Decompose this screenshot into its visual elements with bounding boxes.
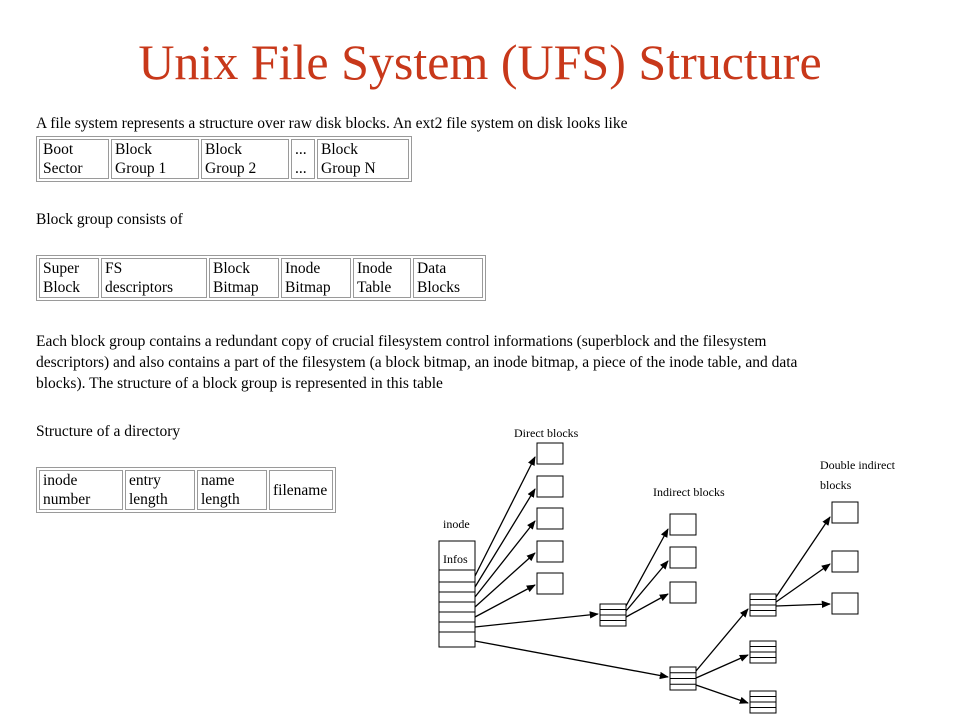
cell-inode-table: Inode Table <box>353 258 411 298</box>
ext2-disk-layout-table: Boot Sector Block Group 1 Block Group 2 … <box>36 136 412 182</box>
cell-entry-length: entry length <box>125 470 195 510</box>
pointer-block-double-1 <box>669 666 697 691</box>
direct-blocks <box>536 442 564 595</box>
cell-name-length: name length <box>197 470 267 510</box>
label-direct-blocks: Direct blocks <box>514 426 579 440</box>
label-inode: inode <box>443 517 470 531</box>
block-group-description-text: Each block group contains a redundant co… <box>36 333 798 392</box>
block-group-layout-table: Super Block FS descriptors Block Bitmap … <box>36 255 486 301</box>
cell-fs-descriptors: FS descriptors <box>101 258 207 298</box>
pointer-arrows <box>474 456 831 704</box>
directory-structure-table: inode number entry length name length fi… <box>36 467 336 513</box>
indirect-data-blocks <box>669 513 697 604</box>
cell-block-bitmap: Block Bitmap <box>209 258 279 298</box>
pointer-block-double-2b <box>749 640 777 664</box>
slide-title: Unix File System (UFS) Structure <box>138 34 822 90</box>
block-group-intro-text: Block group consists of <box>36 211 183 228</box>
pointer-block-double-2c <box>749 690 777 714</box>
cell-filename: filename <box>269 470 333 510</box>
cell-ellipsis: ... ... <box>291 139 315 179</box>
cell-block-group-n: Block Group N <box>317 139 409 179</box>
cell-inode-number: inode number <box>39 470 123 510</box>
label-infos: Infos <box>443 552 468 566</box>
inode-box <box>438 540 476 648</box>
double-indirect-data-blocks <box>831 501 859 615</box>
cell-inode-bitmap: Inode Bitmap <box>281 258 351 298</box>
cell-boot-sector: Boot Sector <box>39 139 109 179</box>
cell-data-blocks: Data Blocks <box>413 258 483 298</box>
cell-block-group-2: Block Group 2 <box>201 139 289 179</box>
label-indirect-blocks: Indirect blocks <box>653 485 725 499</box>
label-double-indirect-1: Double indirect <box>820 458 896 472</box>
pointer-block-indirect <box>599 603 627 627</box>
label-double-indirect-2: blocks <box>820 478 852 492</box>
directory-intro-text: Structure of a directory <box>36 423 181 440</box>
cell-block-group-1: Block Group 1 <box>111 139 199 179</box>
filesystem-intro-text: A file system represents a structure ove… <box>36 115 628 132</box>
pointer-block-double-2a <box>749 593 777 617</box>
cell-super-block: Super Block <box>39 258 99 298</box>
